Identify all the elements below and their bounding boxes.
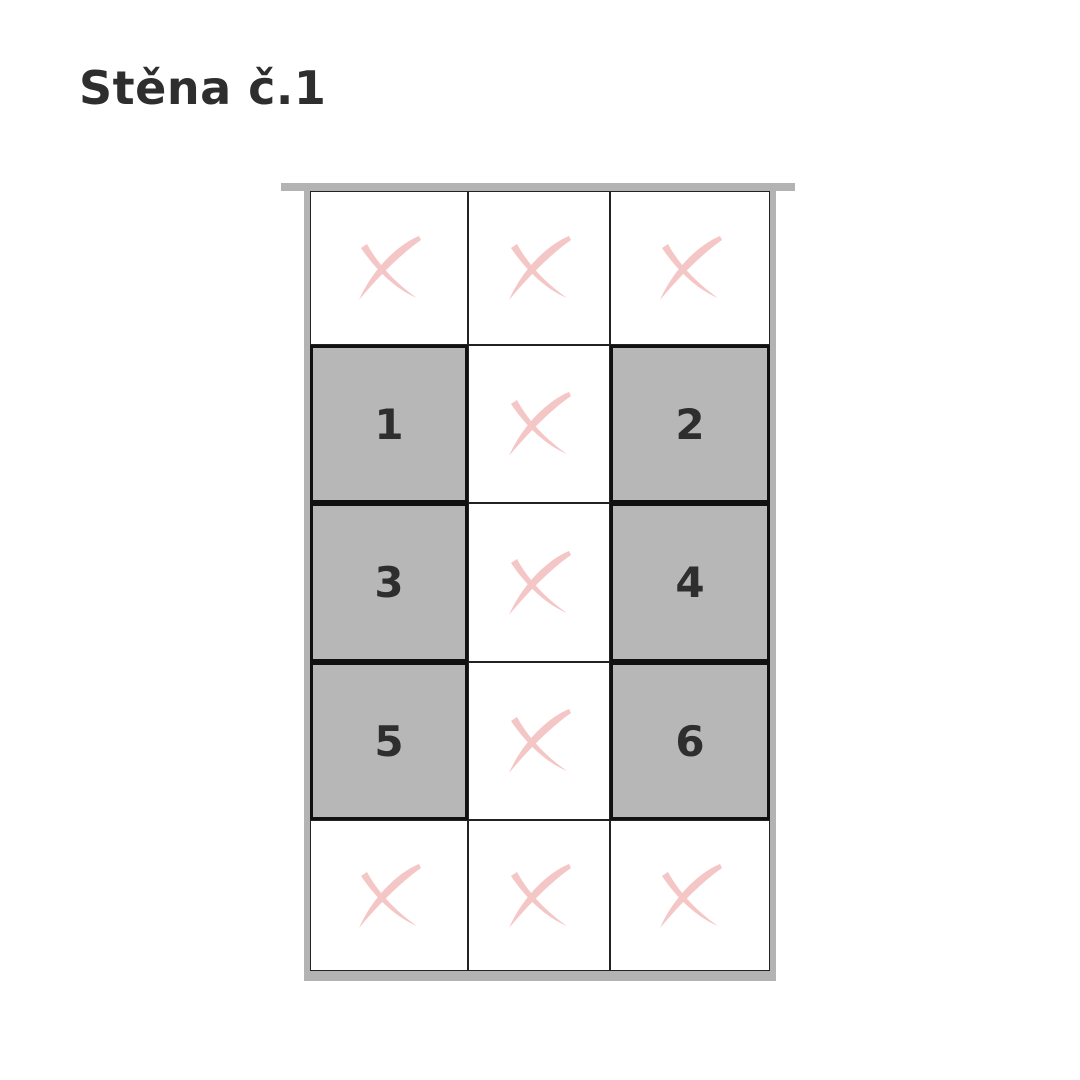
wall-bottom-edge: [304, 971, 776, 981]
cell-number: 2: [675, 399, 705, 449]
empty-cell: [468, 820, 610, 971]
empty-cell: [468, 503, 610, 662]
cross-icon: [509, 709, 571, 773]
cross-icon: [509, 863, 571, 928]
empty-cell: [468, 191, 610, 345]
filled-cell-6: 6: [610, 662, 770, 820]
filled-cell-1: 1: [310, 345, 468, 503]
cross-icon: [359, 863, 421, 928]
empty-cell: [468, 345, 610, 503]
filled-cell-2: 2: [610, 345, 770, 503]
page-title: Stěna č.1: [79, 61, 327, 115]
cross-icon: [660, 236, 722, 300]
cell-number: 1: [374, 399, 404, 449]
cross-icon: [660, 863, 722, 928]
cell-number: 3: [374, 558, 404, 607]
cross-icon: [509, 550, 571, 615]
filled-cell-3: 3: [310, 503, 468, 662]
wall-top-edge: [281, 183, 795, 191]
filled-cell-5: 5: [310, 662, 468, 820]
filled-cell-4: 4: [610, 503, 770, 662]
wall-right-edge: [769, 183, 776, 981]
empty-cell: [610, 191, 770, 345]
cross-icon: [359, 236, 421, 300]
cell-number: 5: [374, 716, 404, 766]
cell-number: 6: [675, 716, 705, 766]
empty-cell: [468, 662, 610, 820]
cell-number: 4: [675, 558, 705, 607]
empty-cell: [310, 820, 468, 971]
cross-icon: [509, 236, 571, 300]
empty-cell: [310, 191, 468, 345]
cross-icon: [509, 392, 571, 456]
empty-cell: [610, 820, 770, 971]
wall-left-edge: [304, 183, 310, 981]
